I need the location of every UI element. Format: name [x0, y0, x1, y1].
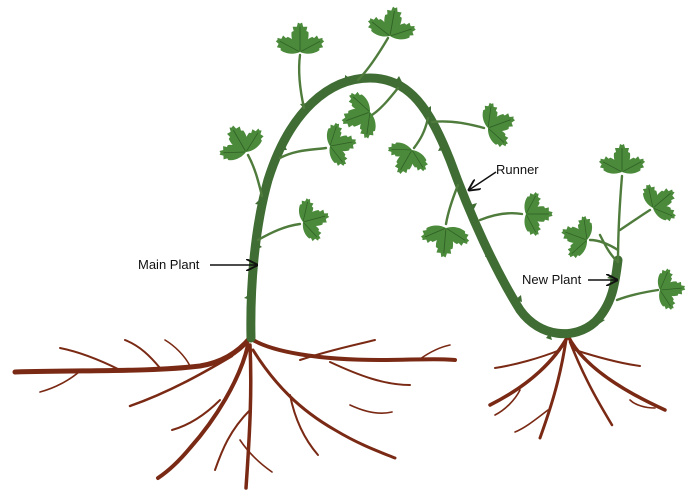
label-new-plant: New Plant: [522, 272, 617, 287]
label-runner: Runner: [469, 162, 539, 190]
runner-label: Runner: [496, 162, 539, 177]
new-plant-leaves: [554, 144, 689, 314]
main-plant-leaves: [208, 2, 553, 259]
runner-arrow: [469, 171, 497, 190]
label-main-plant: Main Plant: [138, 257, 257, 272]
new-plant-label: New Plant: [522, 272, 582, 287]
main-plant-label: Main Plant: [138, 257, 200, 272]
new-plant-roots: [488, 334, 667, 440]
main-plant-roots: [12, 335, 457, 490]
